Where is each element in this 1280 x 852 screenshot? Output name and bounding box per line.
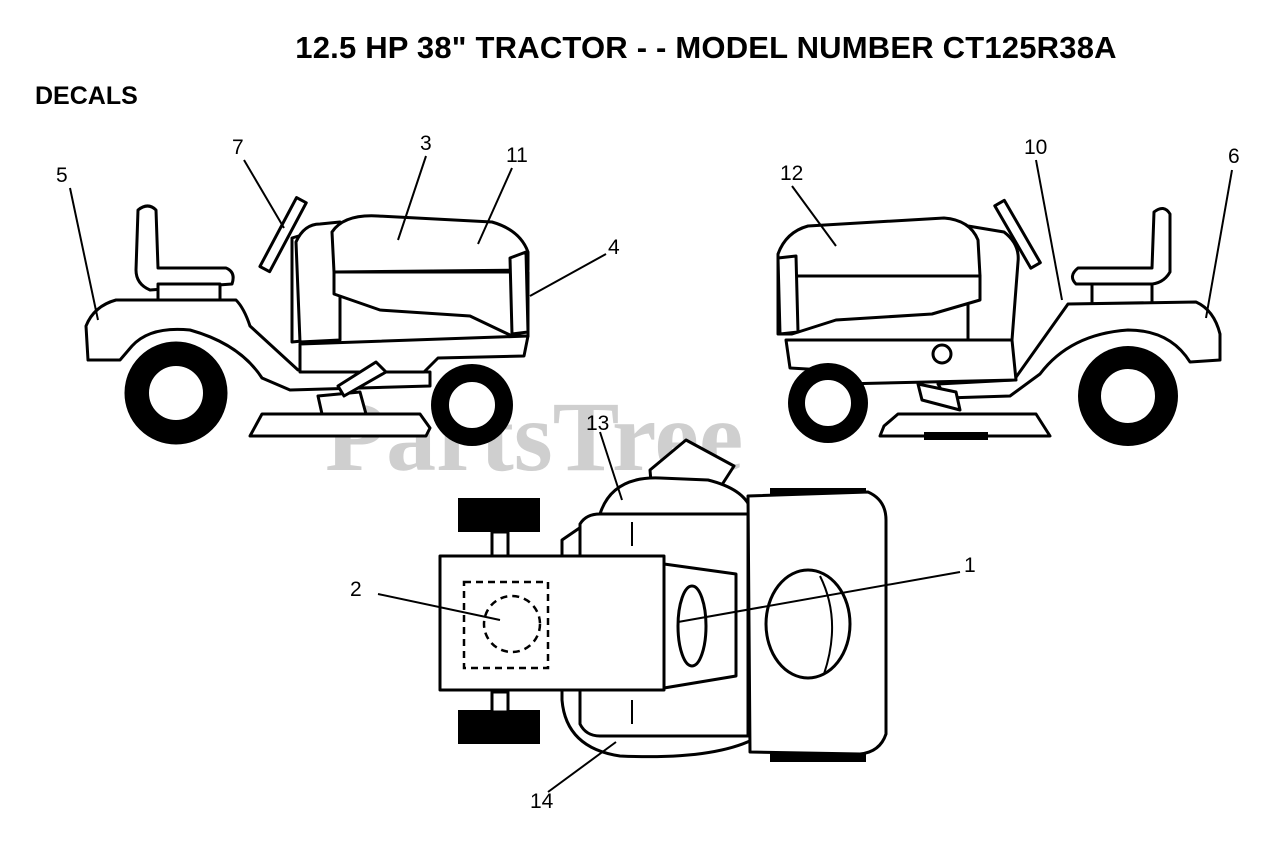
right-steering-wheel xyxy=(993,198,1042,270)
right-seat-base xyxy=(1090,282,1154,306)
top-front-wheel-lower xyxy=(458,710,540,744)
left-rear-hub xyxy=(147,364,205,422)
top-hood xyxy=(438,554,666,692)
callout-7: 7 xyxy=(232,136,244,159)
left-hood-side xyxy=(332,270,530,338)
callout-14: 14 xyxy=(530,790,554,813)
right-rear-fender xyxy=(936,300,1222,400)
right-rear-hub xyxy=(1099,367,1157,425)
callout-13: 13 xyxy=(586,412,609,435)
right-hood xyxy=(776,216,982,278)
tractor-top-view xyxy=(438,438,888,762)
left-pedal xyxy=(336,360,388,398)
page-title: 12.5 HP 38" TRACTOR - - MODEL NUMBER CT1… xyxy=(295,30,1117,65)
callout-10: 10 xyxy=(1024,136,1047,159)
right-hood-side xyxy=(776,274,982,336)
left-dash-panel xyxy=(294,220,342,344)
top-hood-fuel-cap xyxy=(482,594,542,654)
left-grille xyxy=(508,250,530,336)
right-pedal xyxy=(916,382,962,412)
top-axle-lower xyxy=(490,690,510,714)
top-seat-back xyxy=(819,575,834,675)
left-seat xyxy=(134,204,235,292)
tractor-left-side-view xyxy=(84,196,530,446)
section-heading: DECALS xyxy=(35,82,138,110)
right-lever-knob xyxy=(931,343,953,365)
right-seat xyxy=(1071,207,1172,286)
callout-5: 5 xyxy=(56,164,68,187)
left-front-hub xyxy=(447,380,497,430)
callout-3: 3 xyxy=(420,132,432,155)
left-mower-deck xyxy=(248,412,432,438)
top-steering-wheel xyxy=(676,584,708,668)
top-seat xyxy=(764,568,852,680)
top-axle-upper xyxy=(490,530,510,558)
right-front-hub xyxy=(803,378,853,428)
top-front-wheel-upper xyxy=(458,498,540,532)
callouts: 5 7 3 11 4 12 10 6 13 1 2 14 xyxy=(56,132,1240,813)
left-frame xyxy=(298,334,530,374)
right-grille xyxy=(776,254,800,336)
left-steering-wheel xyxy=(258,196,308,274)
right-deck-shadow xyxy=(924,432,988,440)
left-rear-fender xyxy=(84,298,432,392)
callout-2: 2 xyxy=(350,578,362,601)
callout-12: 12 xyxy=(780,162,803,185)
top-hood-decal-area xyxy=(462,580,550,670)
left-hood xyxy=(330,214,530,274)
callout-4: 4 xyxy=(608,236,620,259)
callout-11: 11 xyxy=(506,144,528,167)
tractor-right-side-view xyxy=(776,198,1222,446)
callout-1: 1 xyxy=(964,554,976,577)
right-dash-panel xyxy=(966,224,1020,346)
callout-6: 6 xyxy=(1228,145,1240,168)
